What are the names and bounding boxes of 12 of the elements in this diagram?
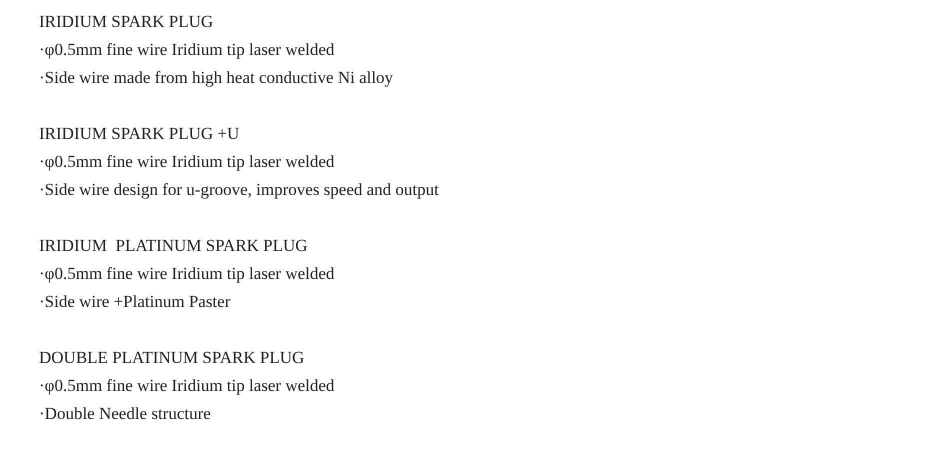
feature-text: ·φ0.5mm fine wire Iridium tip laser welded bbox=[39, 376, 334, 396]
feature-text: ·φ0.5mm fine wire Iridium tip laser welded bbox=[39, 40, 334, 60]
product-heading: DOUBLE PLATINUM SPARK PLUG bbox=[39, 348, 304, 368]
feature-text: ·Side wire design for u-groove, improves speed and output bbox=[39, 180, 439, 200]
feature-text: ·φ0.5mm fine wire Iridium tip laser welded bbox=[39, 264, 334, 284]
feature-text: ·Side wire made from high heat conductive Ni alloy bbox=[39, 68, 394, 88]
feature-text: ·Side wire +Platinum Paster bbox=[39, 292, 230, 312]
product-heading: IRIDIUM PLATINUM SPARK PLUG bbox=[39, 236, 308, 256]
product-heading: IRIDIUM SPARK PLUG bbox=[39, 12, 214, 32]
product-heading: IRIDIUM SPARK PLUG +U bbox=[39, 124, 240, 144]
feature-text: ·Double Needle structure bbox=[39, 404, 211, 424]
feature-text: ·φ0.5mm fine wire Iridium tip laser welded bbox=[39, 152, 334, 172]
